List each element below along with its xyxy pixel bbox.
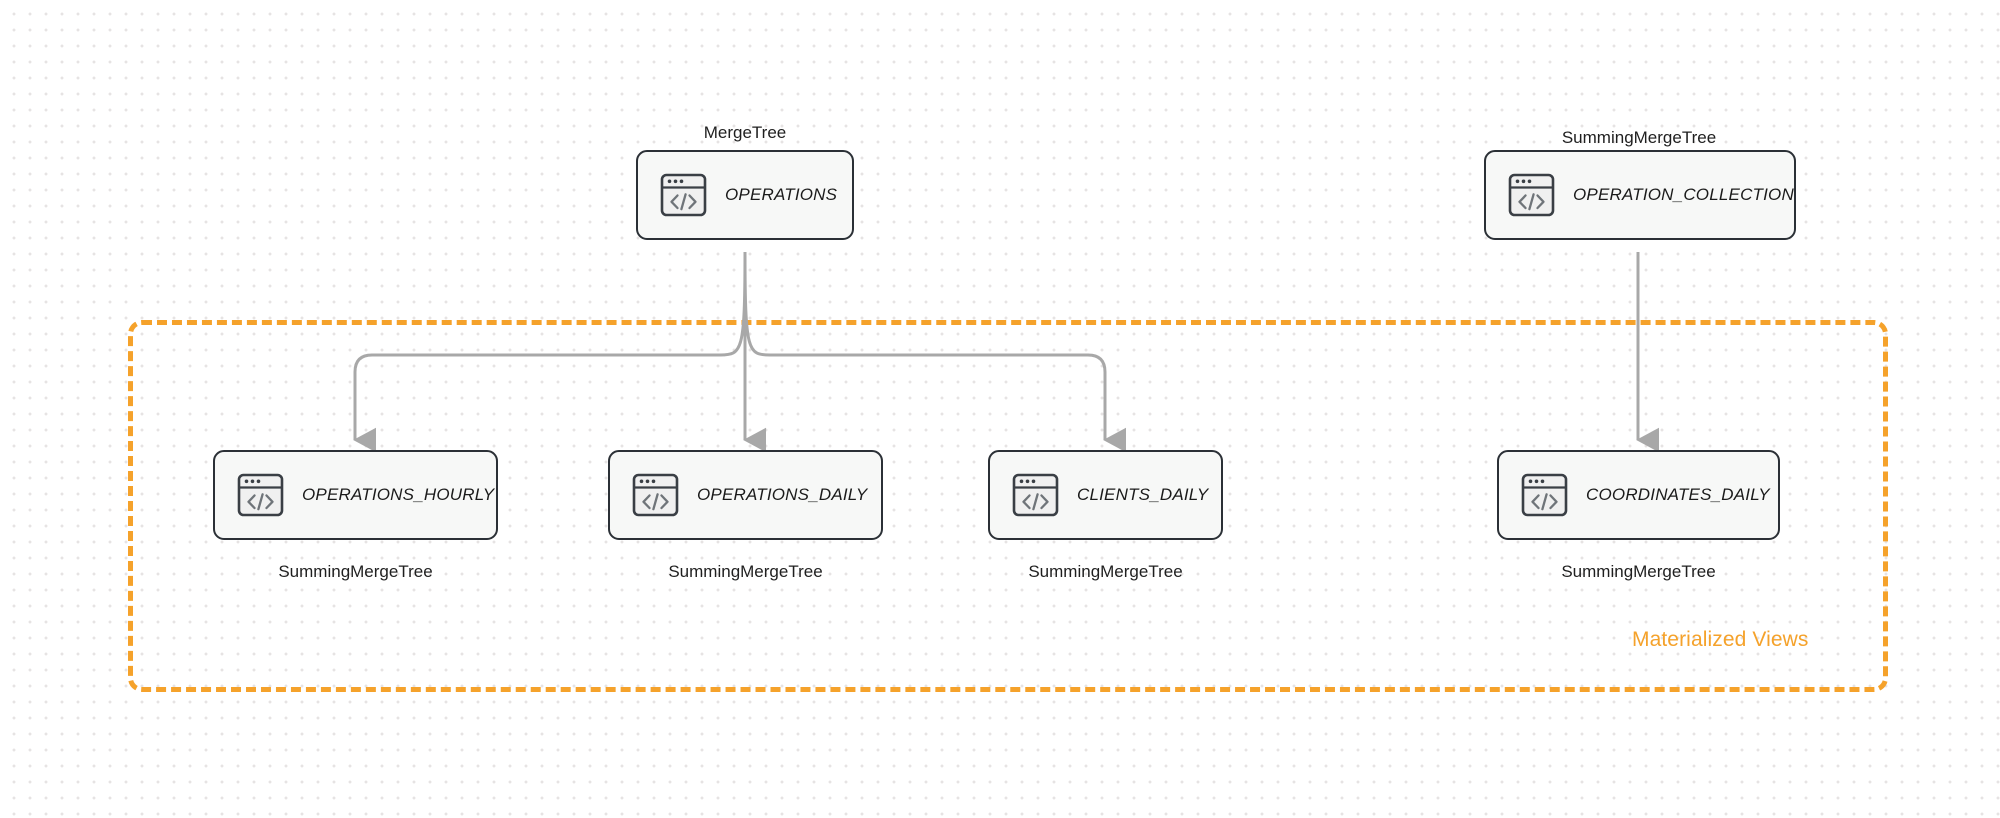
node-clients-daily-label: CLIENTS_DAILY	[1077, 485, 1209, 504]
code-window-icon	[1508, 173, 1555, 217]
node-operations-box[interactable]: OPERATIONS	[636, 150, 854, 240]
node-operations-daily-box[interactable]: OPERATIONS_DAILY	[608, 450, 883, 540]
code-window-icon	[237, 473, 284, 517]
node-operation-collection-label: OPERATION_COLLECTION	[1573, 185, 1794, 204]
node-operations-hourly-label: OPERATIONS_HOURLY	[302, 485, 495, 504]
code-window-icon	[660, 173, 707, 217]
node-operations-daily-label: OPERATIONS_DAILY	[697, 485, 868, 504]
node-operation-collection-box[interactable]: OPERATION_COLLECTION	[1484, 150, 1796, 240]
node-coordinates-daily[interactable]: COORDINATES_DAILY	[1497, 450, 1780, 540]
node-operations-hourly[interactable]: OPERATIONS_HOURLY	[213, 450, 498, 540]
node-operations[interactable]: OPERATIONS	[636, 150, 854, 240]
node-clients-daily[interactable]: CLIENTS_DAILY	[988, 450, 1223, 540]
node-clients-daily-box[interactable]: CLIENTS_DAILY	[988, 450, 1223, 540]
node-coordinates-daily-box[interactable]: COORDINATES_DAILY	[1497, 450, 1780, 540]
code-window-icon	[1012, 473, 1059, 517]
engine-label-clients-daily: SummingMergeTree	[1028, 562, 1183, 581]
engine-label-operations-hourly: SummingMergeTree	[278, 562, 433, 581]
engine-label-coordinates-daily: SummingMergeTree	[1561, 562, 1716, 581]
node-operations-hourly-box[interactable]: OPERATIONS_HOURLY	[213, 450, 498, 540]
engine-label-operation-collection: SummingMergeTree	[1561, 128, 1717, 147]
node-operations-label: OPERATIONS	[725, 185, 838, 204]
node-operation-collection[interactable]: OPERATION_COLLECTION	[1484, 150, 1796, 240]
node-operations-daily[interactable]: OPERATIONS_DAILY	[608, 450, 883, 540]
materialized-views-group-label: Materialized Views	[1632, 628, 1809, 651]
code-window-icon	[1521, 473, 1568, 517]
engine-label-operations: MergeTree	[703, 123, 787, 142]
code-window-icon	[632, 473, 679, 517]
engine-label-operations-daily: SummingMergeTree	[668, 562, 823, 581]
node-coordinates-daily-label: COORDINATES_DAILY	[1586, 485, 1770, 504]
